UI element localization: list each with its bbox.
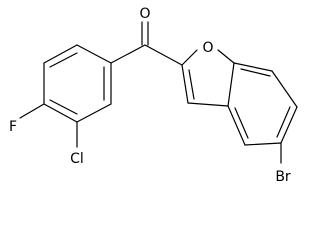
furan-c2-c3-bond (181, 64, 189, 104)
fluorine-bond (19, 103, 45, 119)
phenyl-bond (43, 103, 78, 123)
benzo-bond (244, 142, 282, 146)
furan-ring (181, 49, 235, 107)
carbonyl-group (110, 21, 183, 66)
benzo-bond (233, 62, 273, 72)
furan-c3a-c7a-bond (227, 62, 235, 107)
furan-c3-c3a-bond (187, 102, 229, 107)
phenyl-ring (19, 44, 112, 148)
benzo-bond (227, 105, 246, 146)
oxygen-ketone-label: O (139, 6, 150, 22)
carbonyl-to-furan-bond (144, 44, 183, 66)
benzo-bond (280, 106, 298, 144)
phenyl-inner-double-bond (49, 52, 78, 68)
benzo-inner-double-bond (234, 107, 249, 139)
phenyl-inner-double-bond (49, 99, 78, 115)
fluorine-label: F (9, 119, 17, 135)
chlorine-label: Cl (70, 151, 84, 167)
benzo-inner-double-bond (276, 106, 291, 138)
phenyl-bond (76, 103, 112, 123)
carbonyl-to-phenyl-bond (110, 44, 146, 64)
benzo-ring (227, 62, 298, 164)
benzo-inner-double-bond (240, 68, 271, 77)
molecule-diagram: O O F Cl Br (9, 6, 298, 185)
furan-o-c7a-bond (217, 49, 235, 64)
furan-c2-o-bond (181, 49, 198, 66)
bromine-label: Br (275, 169, 291, 185)
oxygen-furan-label: O (202, 40, 213, 56)
furan-c2-c3-inner-bond (188, 69, 195, 100)
phenyl-bond (43, 44, 78, 64)
phenyl-bond (76, 44, 112, 64)
benzo-bond (271, 70, 298, 108)
